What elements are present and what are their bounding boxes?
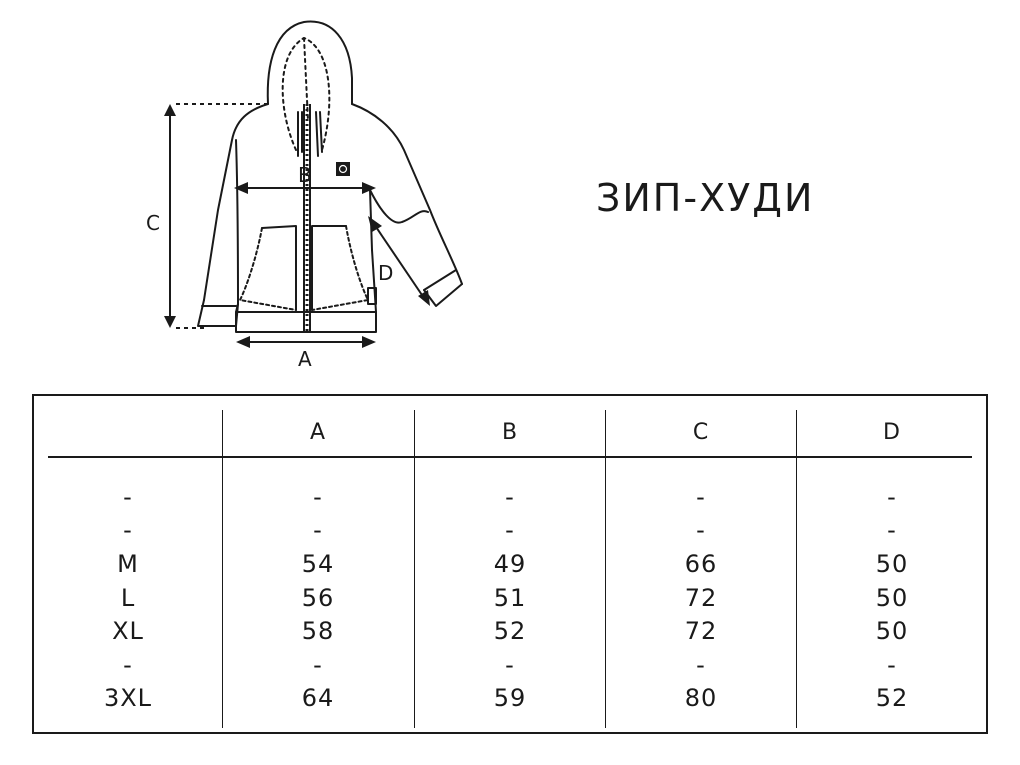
table-value-cell: 50 bbox=[875, 584, 909, 612]
hoodie-diagram-icon: C B A D bbox=[146, 20, 463, 371]
table-value-cell: 56 bbox=[301, 584, 335, 612]
size-label-cell: 3XL bbox=[103, 684, 153, 712]
table-header-cell: B bbox=[501, 420, 519, 445]
table-value-cell: 50 bbox=[875, 617, 909, 645]
table-value-cell: - bbox=[313, 483, 323, 511]
size-label-cell: - bbox=[123, 483, 133, 511]
table-value-cell: 52 bbox=[875, 684, 909, 712]
table-value-cell: - bbox=[505, 483, 515, 511]
dimension-label-b: B bbox=[298, 163, 312, 187]
size-label-cell: - bbox=[123, 651, 133, 679]
table-column-divider bbox=[222, 410, 223, 728]
zipper-icon bbox=[303, 104, 311, 332]
size-label-cell: XL bbox=[112, 617, 144, 645]
table-value-cell: 58 bbox=[301, 617, 335, 645]
table-value-cell: - bbox=[887, 483, 897, 511]
table-value-cell: - bbox=[887, 651, 897, 679]
table-value-cell: 50 bbox=[875, 550, 909, 578]
table-value-cell: - bbox=[505, 516, 515, 544]
table-column-divider bbox=[796, 410, 797, 728]
table-value-cell: 52 bbox=[493, 617, 527, 645]
table-value-cell: 64 bbox=[301, 684, 335, 712]
dimension-label-d: D bbox=[378, 261, 393, 285]
size-label-cell: - bbox=[123, 516, 133, 544]
table-value-cell: 59 bbox=[493, 684, 527, 712]
table-value-cell: 51 bbox=[493, 584, 527, 612]
table-column-divider bbox=[605, 410, 606, 728]
table-value-cell: 66 bbox=[684, 550, 718, 578]
table-value-cell: - bbox=[313, 651, 323, 679]
table-value-cell: 54 bbox=[301, 550, 335, 578]
dimension-label-c: C bbox=[146, 211, 160, 235]
table-value-cell: - bbox=[696, 651, 706, 679]
table-header-cell: D bbox=[883, 420, 901, 445]
table-value-cell: - bbox=[505, 651, 515, 679]
dimension-label-a: A bbox=[298, 347, 312, 371]
table-value-cell: - bbox=[696, 483, 706, 511]
table-value-cell: 49 bbox=[493, 550, 527, 578]
size-label-cell: M bbox=[117, 550, 139, 578]
table-value-cell: - bbox=[313, 516, 323, 544]
table-value-cell: 72 bbox=[684, 584, 718, 612]
size-label-cell: L bbox=[120, 584, 136, 612]
table-header-divider bbox=[48, 456, 972, 458]
table-value-cell: 72 bbox=[684, 617, 718, 645]
table-value-cell: - bbox=[696, 516, 706, 544]
table-header-cell: A bbox=[309, 420, 327, 445]
table-column-divider bbox=[414, 410, 415, 728]
table-value-cell: - bbox=[887, 516, 897, 544]
table-value-cell: 80 bbox=[684, 684, 718, 712]
product-title: ЗИП-ХУДИ bbox=[596, 176, 815, 220]
table-header-cell: C bbox=[692, 420, 710, 445]
size-table bbox=[32, 394, 988, 734]
logo-patch-icon bbox=[336, 162, 350, 176]
